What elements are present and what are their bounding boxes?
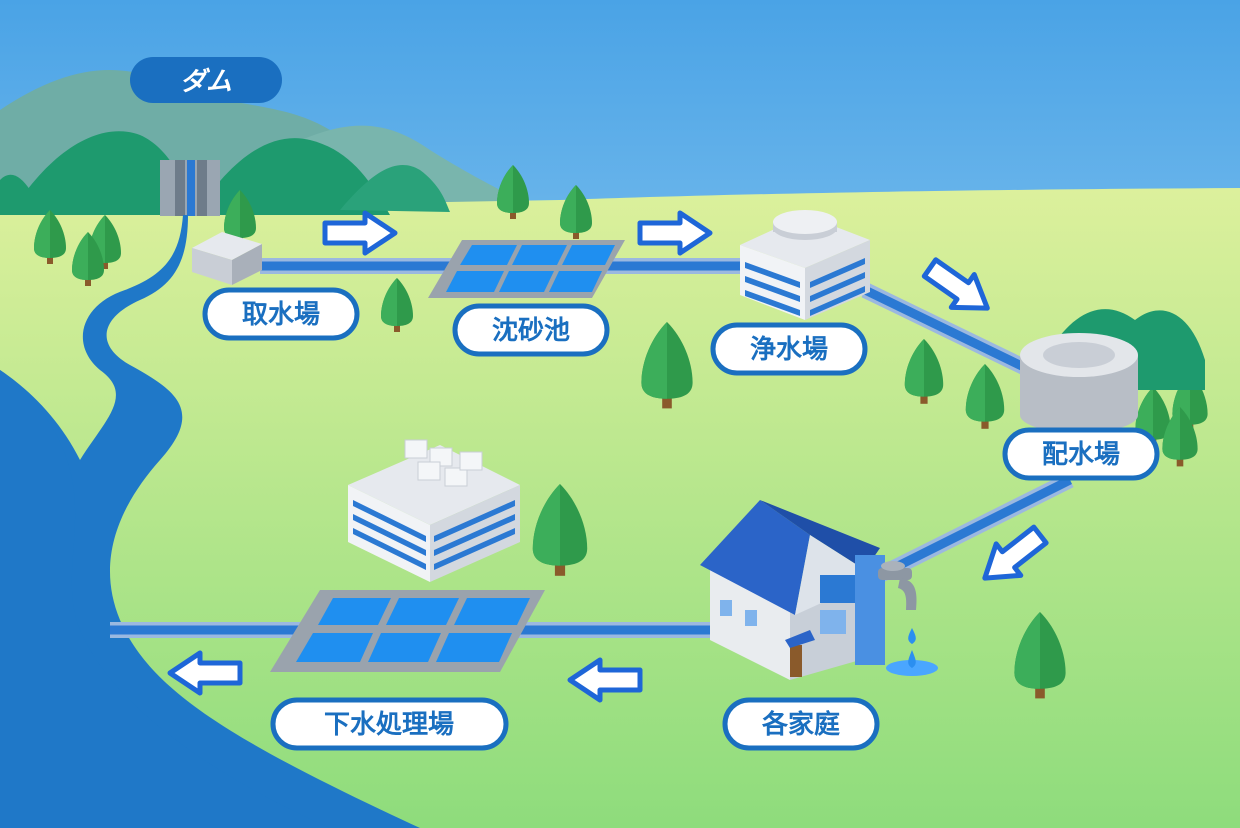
household-label-box: 各家庭 [722,697,880,751]
sewage-building [348,439,520,582]
intake-building [192,232,262,285]
intake-label: 取水場 [242,300,320,330]
dam-badge: ダム [130,57,282,103]
household-label: 各家庭 [761,709,840,740]
purification-label-box: 浄水場 [710,322,868,376]
distribution-label: 配水場 [1042,440,1120,470]
mountain-front-left [10,131,200,215]
purification-label: 浄水場 [750,335,828,365]
sewage-label: 下水処理場 [324,710,454,740]
faucet [878,561,938,676]
mountain-far-right [340,164,450,212]
distribution-label-box: 配水場 [1002,427,1160,481]
sewage-pool [270,590,545,672]
mountain-left-edge [0,174,30,215]
purification-plant [740,210,870,320]
sedimentation-label: 沈砂池 [492,316,570,346]
sedimentation-pool [428,240,625,298]
distribution-tank [1020,333,1138,433]
dam-label: ダム [180,67,232,97]
intake-label-box: 取水場 [202,287,360,341]
house [700,500,885,680]
sewage-label-box: 下水処理場 [270,697,509,751]
sea [0,370,330,828]
sedimentation-label-box: 沈砂池 [452,303,610,357]
